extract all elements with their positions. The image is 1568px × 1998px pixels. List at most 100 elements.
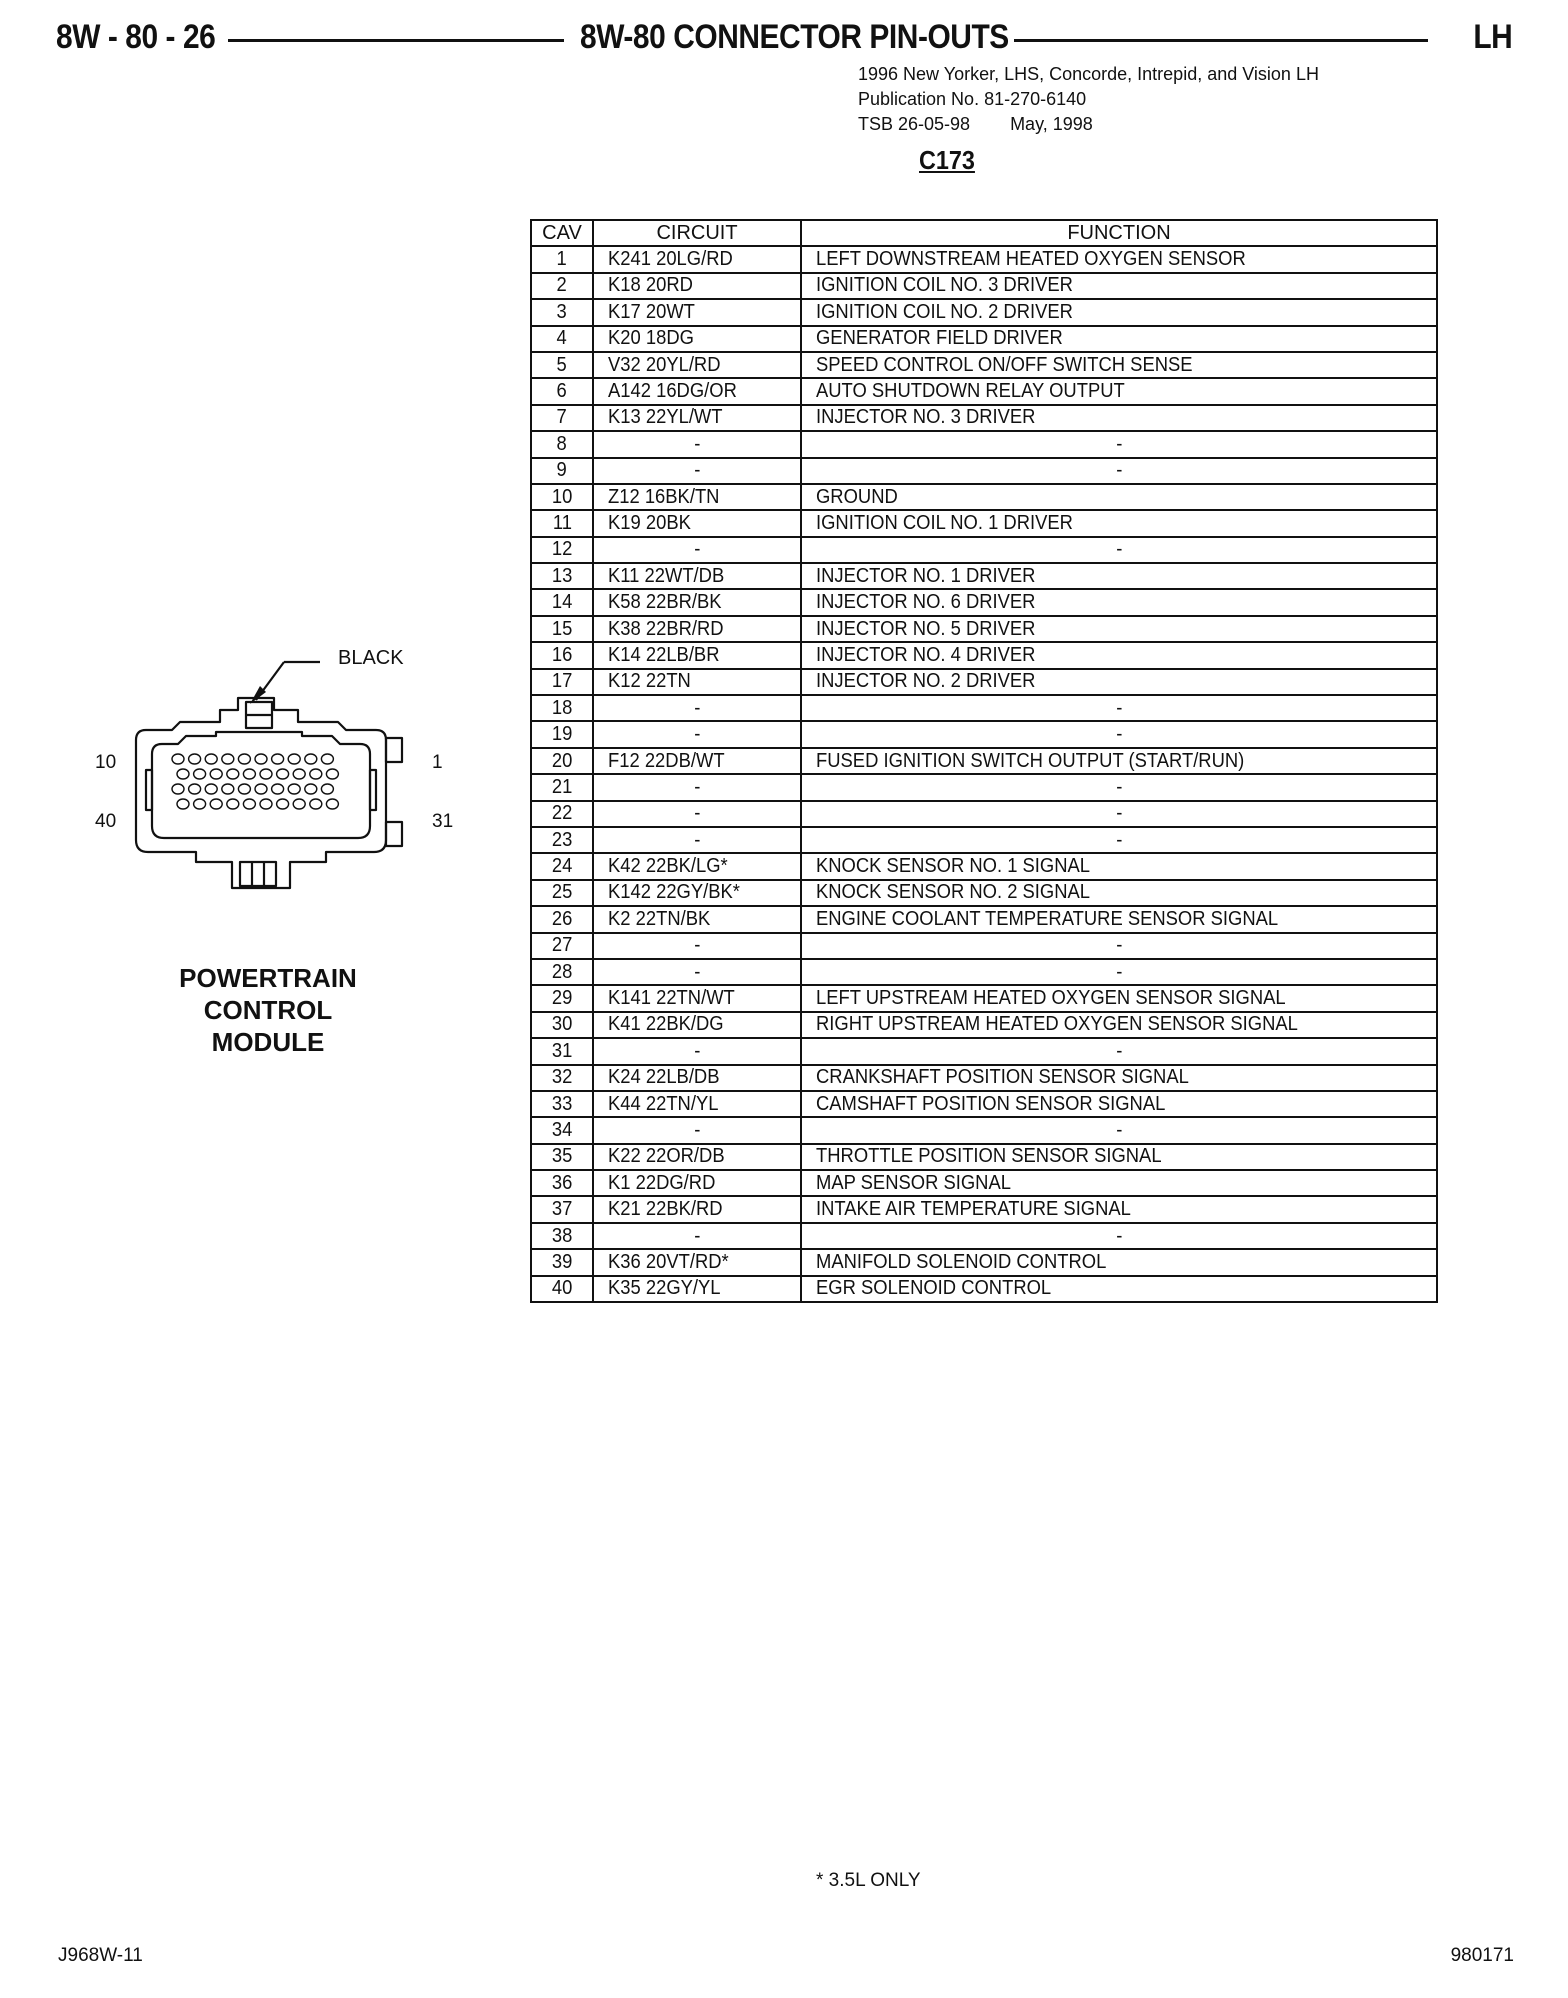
cell-cav: 35: [530, 1142, 594, 1172]
section-title: 8W-80 CONNECTOR PIN-OUTS: [580, 18, 1009, 56]
table-row: 18--: [530, 694, 1438, 723]
cell-circuit: -: [592, 720, 802, 749]
cell-function: -: [800, 430, 1438, 459]
pin-cavity: [204, 753, 218, 765]
cell-cav: 39: [530, 1248, 594, 1277]
cell-function: -: [800, 1037, 1438, 1066]
cell-cav: 33: [530, 1089, 594, 1119]
cell-circuit: K12 22TN: [592, 667, 802, 697]
cell-cav: 27: [530, 931, 594, 960]
cell-function: -: [800, 1221, 1438, 1251]
table-row: 22--: [530, 799, 1438, 828]
cell-function: INJECTOR NO. 3 DRIVER: [800, 403, 1438, 433]
cell-cav: 9: [530, 456, 594, 485]
cell-function: RIGHT UPSTREAM HEATED OXYGEN SENSOR SIGN…: [800, 1010, 1438, 1040]
pin-cavity: [226, 768, 240, 780]
cell-cav: 10: [530, 482, 594, 512]
table-row: 12--: [530, 535, 1438, 565]
cell-function: -: [800, 799, 1438, 828]
publication-info: 1996 New Yorker, LHS, Concorde, Intrepid…: [858, 62, 1319, 137]
cell-cav: 8: [530, 430, 594, 459]
pin-cavity: [325, 768, 340, 780]
header-circuit: CIRCUIT: [592, 218, 802, 248]
cell-circuit: K11 22WT/DB: [592, 562, 802, 591]
cell-circuit: K44 22TN/YL: [592, 1089, 802, 1119]
cell-function: INJECTOR NO. 6 DRIVER: [800, 588, 1438, 617]
tsb-date: May, 1998: [1010, 114, 1093, 134]
cell-function: KNOCK SENSOR NO. 2 SIGNAL: [800, 878, 1438, 908]
pin-cavity: [221, 783, 235, 795]
cell-function: -: [800, 931, 1438, 960]
cell-function: IGNITION COIL NO. 2 DRIVER: [800, 298, 1438, 327]
cell-cav: 29: [530, 984, 594, 1013]
cell-circuit: F12 22DB/WT: [592, 746, 802, 776]
cell-circuit: -: [592, 799, 802, 828]
cell-cav: 2: [530, 271, 594, 301]
cell-function: -: [800, 720, 1438, 749]
cell-circuit: K141 22TN/WT: [592, 984, 802, 1013]
cell-circuit: K2 22TN/BK: [592, 905, 802, 934]
module-name-line: CONTROL: [203, 995, 333, 1025]
cell-function: INJECTOR NO. 2 DRIVER: [800, 667, 1438, 697]
pin-cavity: [320, 783, 335, 795]
cell-cav: 11: [530, 509, 594, 538]
pin-label-10: 10: [95, 752, 117, 773]
cell-cav: 15: [530, 614, 594, 644]
cell-cav: 28: [530, 957, 594, 987]
cell-cav: 16: [530, 641, 594, 670]
pin-cavity: [254, 753, 268, 765]
cell-cav: 38: [530, 1221, 594, 1251]
pin-cavity: [254, 783, 268, 795]
cell-function: THROTTLE POSITION SENSOR SIGNAL: [800, 1142, 1438, 1172]
cell-circuit: -: [592, 931, 802, 960]
connector-face-drawing: [134, 660, 404, 890]
cell-circuit: Z12 16BK/TN: [592, 482, 802, 512]
cell-cav: 24: [530, 852, 594, 881]
cell-circuit: K142 22GY/BK*: [592, 878, 802, 908]
pin-cavity: [176, 768, 190, 780]
cell-circuit: A142 16DG/OR: [592, 377, 802, 406]
table-header-row: CAV CIRCUIT FUNCTION: [530, 218, 1438, 248]
cell-cav: 26: [530, 905, 594, 934]
pin-cavity: [270, 753, 285, 765]
cell-cav: 17: [530, 667, 594, 697]
cell-function: INTAKE AIR TEMPERATURE SIGNAL: [800, 1195, 1438, 1224]
cell-function: EGR SOLENOID CONTROL: [800, 1274, 1438, 1304]
connector-id: C173: [919, 145, 975, 175]
pin-cavity: [242, 798, 257, 810]
cell-circuit: K36 20VT/RD*: [592, 1248, 802, 1277]
table-row: 34--: [530, 1116, 1438, 1145]
pin-cavity: [237, 753, 252, 765]
cell-cav: 23: [530, 825, 594, 855]
cell-circuit: -: [592, 825, 802, 855]
cell-cav: 36: [530, 1169, 594, 1198]
header-cav: CAV: [530, 218, 594, 248]
cell-circuit: -: [592, 694, 802, 723]
cell-function: CRANKSHAFT POSITION SENSOR SIGNAL: [800, 1063, 1438, 1092]
cell-function: -: [800, 957, 1438, 987]
pin-cavity: [270, 783, 285, 795]
cell-function: KNOCK SENSOR NO. 1 SIGNAL: [800, 852, 1438, 881]
cell-cav: 7: [530, 403, 594, 433]
cell-function: MAP SENSOR SIGNAL: [800, 1169, 1438, 1198]
connector-color: BLACK: [338, 647, 404, 669]
module-name-line: MODULE: [211, 1027, 325, 1057]
cell-cav: 14: [530, 588, 594, 617]
cell-function: LEFT DOWNSTREAM HEATED OXYGEN SENSOR: [800, 245, 1438, 274]
cell-cav: 6: [530, 377, 594, 406]
cell-cav: 32: [530, 1063, 594, 1092]
